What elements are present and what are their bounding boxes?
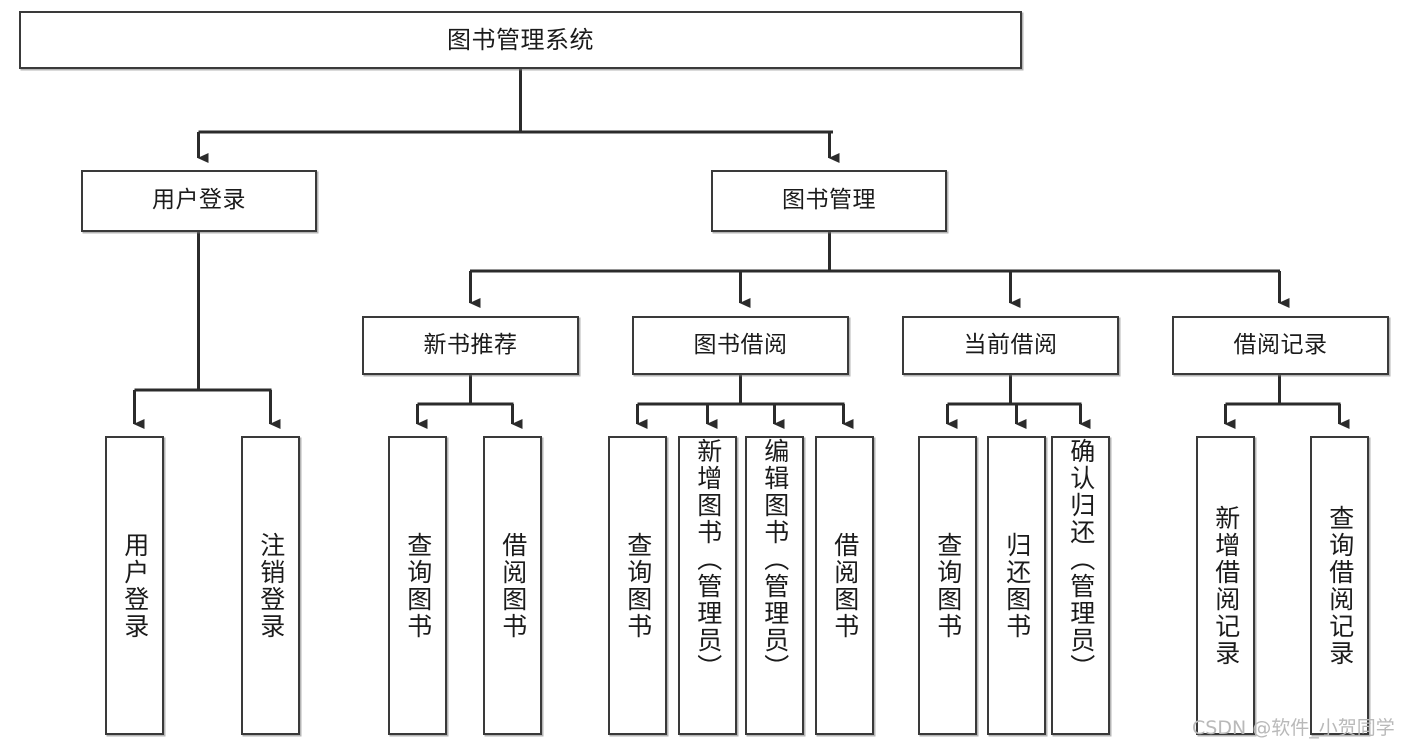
node-label: 用户登录 — [152, 187, 246, 214]
leaf-return-book[interactable]: 归还图书 — [987, 436, 1046, 735]
leaf-query-book-current[interactable]: 查询图书 — [918, 436, 977, 735]
leaf-label: 用户登录 — [120, 531, 150, 640]
leaf-logout-login[interactable]: 注销登录 — [241, 436, 300, 735]
leaf-query-book-borrow[interactable]: 查询图书 — [608, 436, 667, 735]
leaf-label: 新增图书（管理员） — [693, 438, 723, 681]
node-new-book-recommend[interactable]: 新书推荐 — [362, 316, 579, 375]
leaf-query-borrow-record[interactable]: 查询借阅记录 — [1310, 436, 1369, 735]
node-label: 新书推荐 — [423, 331, 518, 358]
node-label: 图书管理系统 — [447, 25, 594, 54]
node-label: 图书管理 — [782, 187, 876, 214]
leaf-label: 归还图书 — [1002, 531, 1032, 640]
leaf-confirm-return-admin[interactable]: 确认归还（管理员） — [1051, 436, 1110, 735]
leaf-label: 编辑图书（管理员） — [760, 438, 790, 681]
node-book-borrow[interactable]: 图书借阅 — [632, 316, 849, 375]
leaf-borrow-book-recommend[interactable]: 借阅图书 — [483, 436, 542, 735]
leaf-label: 查询借阅记录 — [1325, 504, 1355, 667]
node-borrow-record[interactable]: 借阅记录 — [1172, 316, 1389, 375]
leaf-edit-book-admin[interactable]: 编辑图书（管理员） — [745, 436, 804, 735]
node-book-management[interactable]: 图书管理 — [711, 170, 947, 232]
leaf-label: 查询图书 — [933, 531, 963, 640]
leaf-add-book-admin[interactable]: 新增图书（管理员） — [678, 436, 737, 735]
leaf-label: 查询图书 — [623, 531, 653, 640]
node-label: 图书借阅 — [693, 331, 788, 358]
node-label: 借阅记录 — [1233, 331, 1328, 358]
leaf-label: 借阅图书 — [830, 531, 860, 640]
leaf-label: 借阅图书 — [498, 531, 528, 640]
leaf-borrow-book[interactable]: 借阅图书 — [815, 436, 874, 735]
leaf-query-book-recommend[interactable]: 查询图书 — [388, 436, 447, 735]
leaf-label: 确认归还（管理员） — [1066, 438, 1096, 681]
node-book-management-system[interactable]: 图书管理系统 — [19, 11, 1022, 69]
leaf-label: 查询图书 — [403, 531, 433, 640]
node-user-login[interactable]: 用户登录 — [81, 170, 317, 232]
leaf-label: 注销登录 — [256, 531, 286, 640]
leaf-user-login[interactable]: 用户登录 — [105, 436, 164, 735]
leaf-label: 新增借阅记录 — [1211, 504, 1241, 667]
node-label: 当前借阅 — [963, 331, 1058, 358]
leaf-add-borrow-record[interactable]: 新增借阅记录 — [1196, 436, 1255, 735]
node-current-borrow[interactable]: 当前借阅 — [902, 316, 1119, 375]
